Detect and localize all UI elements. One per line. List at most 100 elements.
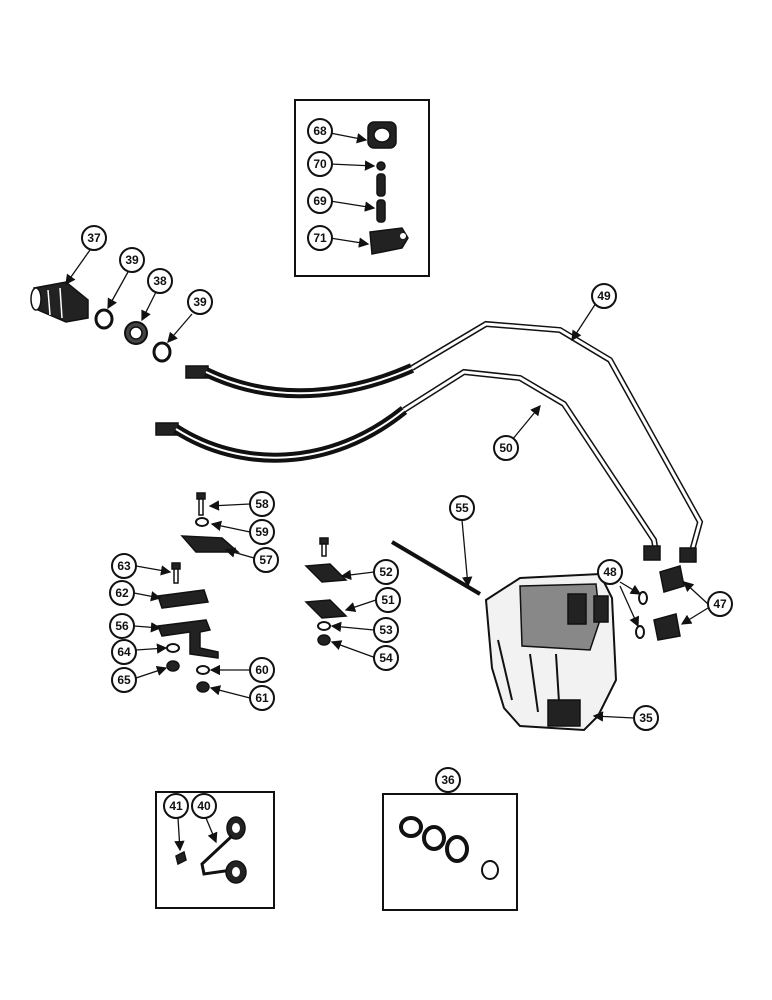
part-56-bracket xyxy=(156,619,219,659)
coupler-parts xyxy=(30,249,193,363)
part-57-bracket xyxy=(180,535,240,553)
part-58-bolt xyxy=(196,492,206,516)
callout-62: 62 xyxy=(109,580,135,606)
svg-text:71: 71 xyxy=(313,231,327,245)
callout-56: 56 xyxy=(109,613,135,639)
callout-60: 60 xyxy=(249,657,275,683)
valve-assembly xyxy=(390,519,709,732)
part-61-nut xyxy=(196,681,210,693)
svg-text:51: 51 xyxy=(381,593,395,607)
hoses-and-tubes xyxy=(155,299,704,563)
callout-61: 61 xyxy=(249,685,275,711)
inset-box-top xyxy=(294,99,430,277)
part-40-lever xyxy=(200,816,247,884)
svg-text:53: 53 xyxy=(379,623,393,637)
callout-65: 65 xyxy=(111,667,137,693)
svg-text:70: 70 xyxy=(313,157,327,171)
part-36-seal-2 xyxy=(422,825,446,851)
part-63-bolt xyxy=(171,562,181,584)
part-37-coupler xyxy=(30,281,89,323)
part-70-ball xyxy=(376,161,386,171)
svg-text:69: 69 xyxy=(313,194,327,208)
svg-text:48: 48 xyxy=(603,565,617,579)
part-36-seal-3 xyxy=(445,835,469,863)
svg-text:52: 52 xyxy=(379,565,393,579)
callout-69: 69 xyxy=(307,188,333,214)
callout-39-a: 39 xyxy=(119,247,145,273)
callout-58: 58 xyxy=(249,491,275,517)
svg-text:39: 39 xyxy=(125,253,139,267)
callout-71: 71 xyxy=(307,225,333,251)
callout-40: 40 xyxy=(191,793,217,819)
part-69-springs xyxy=(376,173,386,223)
callout-38: 38 xyxy=(147,268,173,294)
callout-57: 57 xyxy=(253,547,279,573)
svg-text:59: 59 xyxy=(255,525,269,539)
svg-text:54: 54 xyxy=(379,651,393,665)
part-60-washer xyxy=(196,665,210,675)
callout-50: 50 xyxy=(493,435,519,461)
callout-39-b: 39 xyxy=(187,289,213,315)
svg-text:56: 56 xyxy=(115,619,129,633)
part-53-washer xyxy=(317,621,331,631)
svg-text:35: 35 xyxy=(639,711,653,725)
callout-48: 48 xyxy=(597,559,623,585)
svg-text:41: 41 xyxy=(169,799,183,813)
svg-text:47: 47 xyxy=(713,597,727,611)
part-36-seal-4 xyxy=(481,860,499,880)
svg-text:64: 64 xyxy=(117,645,131,659)
part-65-nut xyxy=(166,660,180,672)
callout-37: 37 xyxy=(81,225,107,251)
svg-text:62: 62 xyxy=(115,586,129,600)
svg-text:36: 36 xyxy=(441,773,455,787)
svg-text:63: 63 xyxy=(117,559,131,573)
part-47-fitting-b xyxy=(653,613,681,641)
callout-35: 35 xyxy=(633,705,659,731)
inset-box-seal-kit xyxy=(382,792,518,911)
svg-text:65: 65 xyxy=(117,673,131,687)
part-54-nut xyxy=(317,634,331,646)
callout-47: 47 xyxy=(707,591,733,617)
part-47-fitting-a xyxy=(659,565,685,593)
svg-text:58: 58 xyxy=(255,497,269,511)
callout-36: 36 xyxy=(435,767,461,793)
callout-51: 51 xyxy=(375,587,401,613)
callout-63: 63 xyxy=(111,553,137,579)
svg-text:39: 39 xyxy=(193,295,207,309)
part-68-body xyxy=(367,121,397,149)
part-51-bracket-b xyxy=(304,599,348,619)
part-39-ring-a xyxy=(94,308,114,330)
part-64-washer xyxy=(166,643,180,653)
callout-68: 68 xyxy=(307,118,333,144)
part-39-ring-b xyxy=(152,341,172,363)
svg-text:50: 50 xyxy=(499,441,513,455)
part-38-nut xyxy=(124,321,148,345)
svg-text:38: 38 xyxy=(153,274,167,288)
bracket-parts-left xyxy=(133,492,255,699)
callout-54: 54 xyxy=(373,645,399,671)
part-35-valve-body xyxy=(484,572,618,732)
part-48-ring-a xyxy=(638,591,648,605)
callout-52: 52 xyxy=(373,559,399,585)
part-52-bolt xyxy=(319,537,329,557)
svg-text:40: 40 xyxy=(197,799,211,813)
part-51-bracket-a xyxy=(304,563,348,583)
callout-70: 70 xyxy=(307,151,333,177)
part-41-pin xyxy=(175,850,187,866)
part-71-link xyxy=(369,227,409,255)
callout-49: 49 xyxy=(591,283,617,309)
callout-59: 59 xyxy=(249,519,275,545)
svg-text:57: 57 xyxy=(259,553,273,567)
svg-text:68: 68 xyxy=(313,124,327,138)
svg-text:61: 61 xyxy=(255,691,269,705)
bracket-parts-middle xyxy=(304,537,377,659)
callout-41: 41 xyxy=(163,793,189,819)
svg-text:55: 55 xyxy=(455,501,469,515)
part-36-seal-1 xyxy=(399,816,423,838)
callout-55: 55 xyxy=(449,495,475,521)
part-62-plate xyxy=(157,589,209,609)
svg-text:60: 60 xyxy=(255,663,269,677)
callout-53: 53 xyxy=(373,617,399,643)
svg-text:37: 37 xyxy=(87,231,101,245)
